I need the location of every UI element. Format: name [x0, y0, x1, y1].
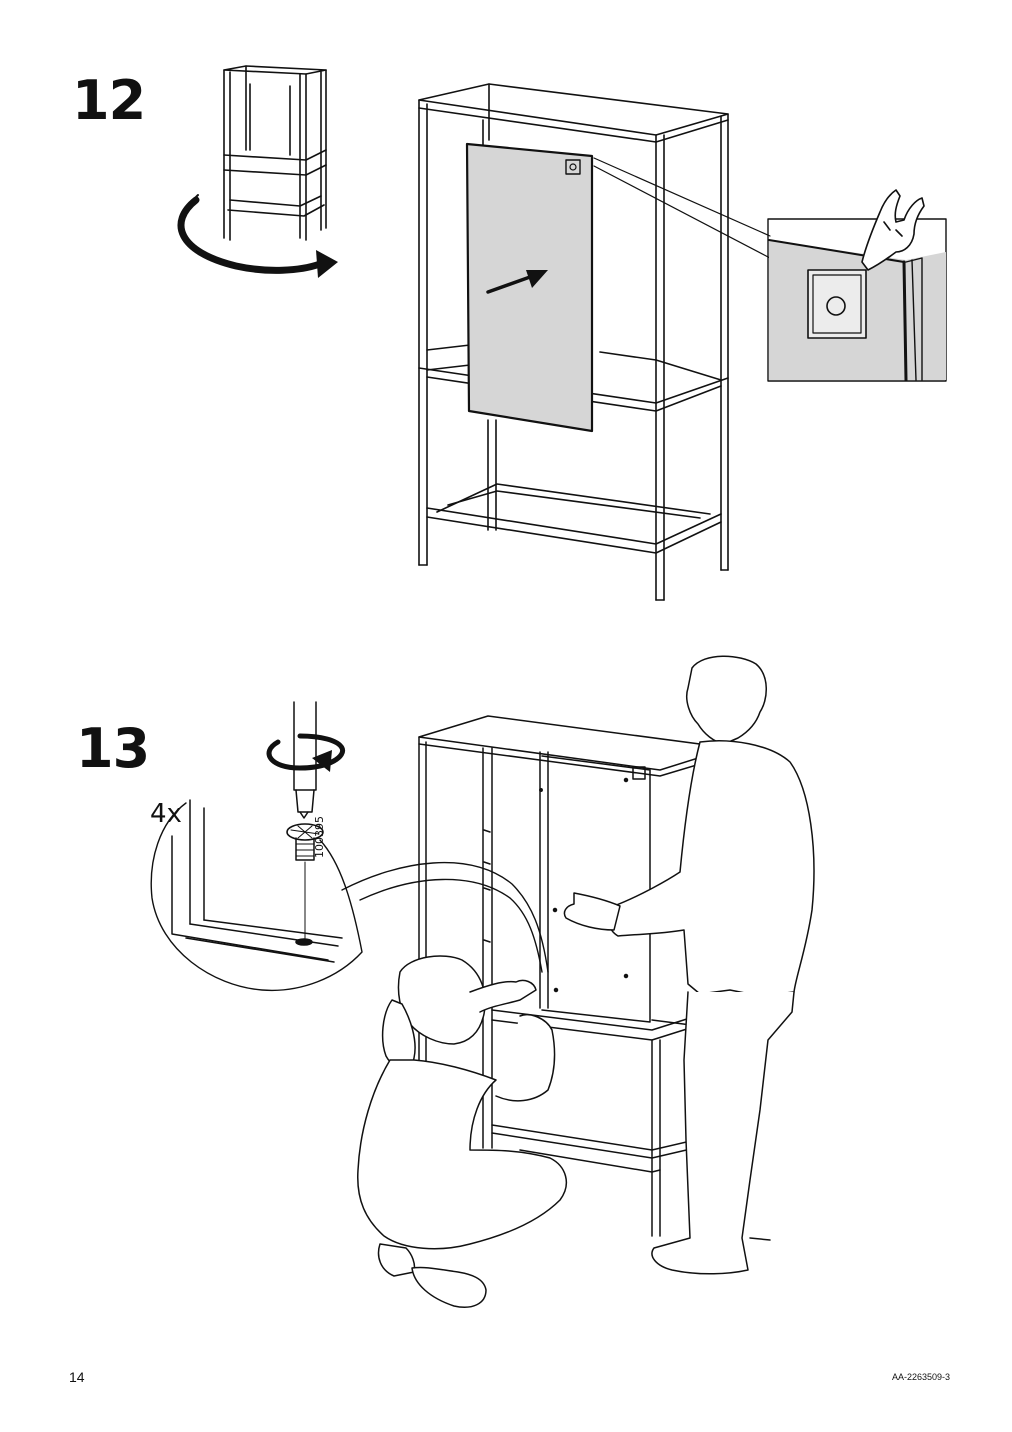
step-number-12: 12	[72, 69, 146, 132]
standing-person-icon	[563, 655, 815, 1275]
glass-door-panel-icon	[465, 142, 594, 433]
step-number-13: 13	[76, 717, 150, 780]
quantity-label: 4x	[150, 799, 182, 829]
cabinet-frame-icon	[418, 83, 729, 601]
screwdriver-icon	[293, 701, 317, 819]
rotate-arrow-icon	[177, 196, 324, 274]
screw-icon	[286, 823, 324, 861]
part-number-label: 100395	[313, 816, 326, 858]
rotate-cabinet-icon	[223, 65, 327, 241]
magnifier-detail-icon	[767, 218, 947, 382]
finger-press-icon	[861, 189, 925, 271]
page-number: 14	[69, 1369, 85, 1385]
document-code: AA-2263509-3	[891, 1372, 950, 1382]
kneeling-person-icon	[357, 955, 568, 1308]
magnifier-detail-icon	[150, 799, 549, 992]
push-arrow-icon	[486, 275, 532, 294]
